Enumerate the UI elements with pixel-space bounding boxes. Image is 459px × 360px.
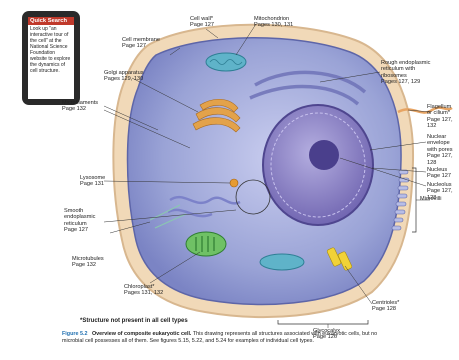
figure-title: Overview of composite eukaryotic cell. <box>92 331 191 337</box>
figure-number: Figure 5.2 <box>62 331 87 337</box>
label-golgi-pages: Pages 129, 130 <box>104 76 144 82</box>
label-centrioles-pages: Page 128 <box>372 306 399 312</box>
label-rough-er: Rough endoplasmic reticulum with ribosom… <box>381 60 436 86</box>
label-rough-er-title: Rough endoplasmic reticulum with ribosom… <box>381 60 436 79</box>
glycocalyx-bracket <box>278 320 368 324</box>
lysosome <box>230 179 238 187</box>
label-lysosome: Lysosome Page 131 <box>80 175 105 188</box>
label-microfilaments: Microfilaments Page 132 <box>62 100 98 113</box>
quick-search-tablet: Quick Search Look up "an interactive tou… <box>22 11 80 105</box>
label-rough-er-pages: Pages 127, 129 <box>381 79 436 85</box>
label-smooth-er-title: Smooth endoplasmic reticulum <box>64 208 108 227</box>
footnote: *Structure not present in all cell types <box>80 318 188 324</box>
label-smooth-er: Smooth endoplasmic reticulum Page 127 <box>64 208 108 234</box>
label-smooth-er-pages: Page 127 <box>64 227 108 233</box>
chloroplast <box>186 232 226 256</box>
label-mitochondrion: Mitochondrion Pages 130, 131 <box>254 16 293 29</box>
label-golgi: Golgi apparatus Pages 129, 130 <box>104 70 144 83</box>
mitochondrion-lower <box>260 254 304 270</box>
label-flagellum: Flagellum or cilium* Page 127, 132 <box>427 104 457 130</box>
label-cell-wall: Cell wall* Page 127 <box>190 16 214 29</box>
label-flagellum-title: Flagellum or cilium* <box>427 104 457 117</box>
quick-search-title: Quick Search <box>28 17 74 25</box>
quick-search-screen: Quick Search Look up "an interactive tou… <box>28 17 74 99</box>
label-nuclear-envelope-pages: Page 127, 128 <box>427 153 457 166</box>
label-cell-membrane: Cell membrane Page 127 <box>122 37 160 50</box>
label-cell-membrane-pages: Page 127 <box>122 43 160 49</box>
quick-search-body: Look up "an interactive tour of the cell… <box>28 25 74 75</box>
label-chloroplast-pages: Pages 131, 132 <box>124 290 163 296</box>
label-cell-wall-pages: Page 127 <box>190 22 214 28</box>
label-chloroplast: Chloroplast* Pages 131, 132 <box>124 284 163 297</box>
label-microvilli-title: Microvilli <box>420 196 441 202</box>
label-lysosome-pages: Page 131 <box>80 181 105 187</box>
figure-caption: Figure 5.2 Overview of composite eukaryo… <box>62 331 392 344</box>
nucleolus <box>309 140 339 170</box>
label-nuclear-envelope-title: Nuclear envelope with pores <box>427 134 457 153</box>
label-flagellum-pages: Page 127, 132 <box>427 117 457 130</box>
label-microtubules-pages: Page 132 <box>72 262 104 268</box>
label-mitochondrion-pages: Pages 130, 131 <box>254 22 293 28</box>
label-nucleus: Nucleus Page 127 <box>427 167 451 180</box>
label-microfilaments-pages: Page 132 <box>62 106 98 112</box>
label-nuclear-envelope: Nuclear envelope with pores Page 127, 12… <box>427 134 457 166</box>
label-nucleus-pages: Page 127 <box>427 173 451 179</box>
label-centrioles: Centrioles* Page 128 <box>372 300 399 313</box>
label-microvilli: Microvilli <box>420 196 441 202</box>
label-microtubules: Microtubules Page 132 <box>72 256 104 269</box>
